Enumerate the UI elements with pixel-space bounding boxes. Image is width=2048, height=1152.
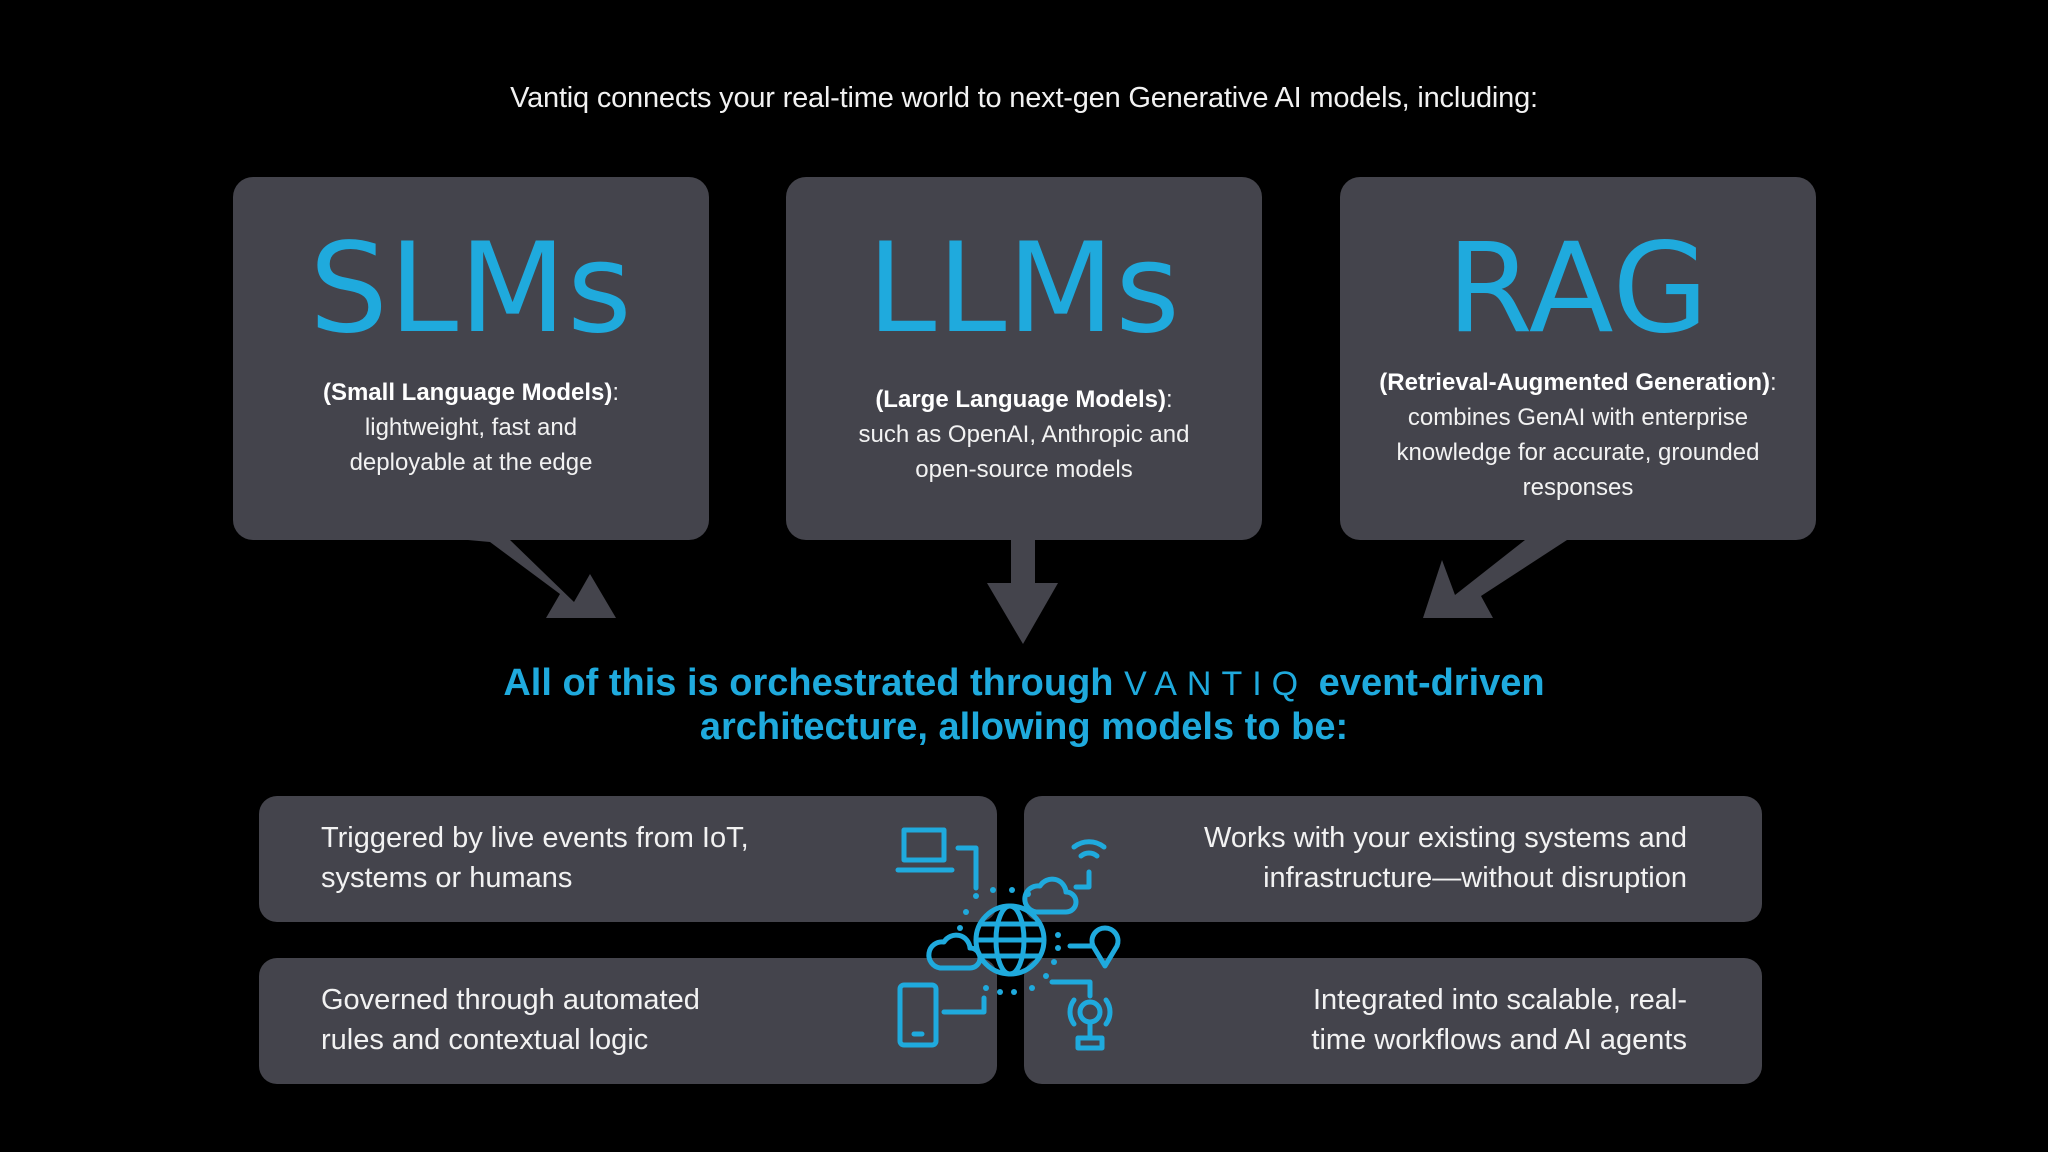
card-line: deployable at the edge: [349, 449, 593, 476]
card-line: such as OpenAI, Anthropic and: [858, 421, 1190, 448]
feature-line: rules and contextual logic: [321, 1024, 649, 1056]
feature-works-with: Works with your existing systems and infr…: [1024, 796, 1762, 922]
orchestration-text: All of this is orchestrated through: [503, 662, 1114, 704]
feature-line: Governed through automated: [321, 984, 700, 1016]
feature-governed: Governed through automated rules and cont…: [259, 958, 997, 1084]
feature-line: Triggered by live events from IoT,: [321, 822, 749, 854]
card-full-name: (Large Language Models): [875, 386, 1167, 413]
orchestration-text: architecture, allowing models to be:: [699, 706, 1349, 748]
card-colon: :: [612, 379, 620, 406]
cloud-icon: [926, 876, 1079, 971]
arrow-left: [468, 540, 616, 618]
card-colon: :: [1770, 369, 1777, 396]
wifi-icon: [1071, 839, 1107, 890]
orchestration-heading: All of this is orchestrated through VANT…: [0, 662, 2048, 749]
feature-line: infrastructure—without disruption: [1263, 862, 1687, 894]
webcam-icon: [1049, 979, 1113, 1051]
feature-line: systems or humans: [321, 862, 573, 894]
card-acronym: SLMs: [309, 217, 633, 361]
orchestration-text: event-driven: [1318, 662, 1545, 704]
card-description: (Large Language Models): such as OpenAI,…: [810, 382, 1238, 487]
card-description: (Retrieval-Augmented Generation): combin…: [1350, 365, 1806, 505]
card-line: combines GenAI with enterprise: [1407, 404, 1749, 431]
card-acronym: LLMs: [867, 217, 1181, 361]
card-colon: :: [1166, 386, 1173, 413]
intro-heading: Vantiq connects your real-time world to …: [510, 82, 1538, 114]
feature-line: time workflows and AI agents: [1311, 1024, 1687, 1056]
location-pin-icon: [1067, 925, 1121, 969]
card-line: lightweight, fast and: [364, 414, 578, 441]
card-acronym: RAG: [1446, 217, 1710, 361]
card-slms: SLMs (Small Language Models): lightweigh…: [233, 177, 709, 540]
card-full-name: (Retrieval-Augmented Generation): [1379, 369, 1771, 396]
globe-icon: [973, 903, 1047, 977]
feature-line: Integrated into scalable, real-: [1313, 984, 1687, 1016]
vantiq-logo: VANTIQ: [1124, 665, 1309, 703]
feature-integrated: Integrated into scalable, real-time work…: [1024, 958, 1762, 1084]
card-line: responses: [1522, 474, 1634, 501]
card-line: knowledge for accurate, grounded: [1396, 439, 1760, 466]
arrow-right: [1423, 540, 1567, 618]
feature-line: Works with your existing systems and: [1204, 822, 1687, 854]
dotted-ring-icon: [957, 887, 1061, 995]
card-line: open-source models: [915, 456, 1133, 483]
connectivity-hub: [895, 827, 1121, 1051]
smartphone-icon: [897, 982, 987, 1048]
feature-triggered: Triggered by live events from IoT, system…: [259, 796, 997, 922]
card-llms: LLMs (Large Language Models): such as Op…: [786, 177, 1262, 540]
card-rag: RAG (Retrieval-Augmented Generation): co…: [1340, 177, 1816, 540]
laptop-icon: [895, 827, 979, 891]
card-description: (Small Language Models): lightweight, fa…: [257, 375, 685, 480]
arrow-center: [987, 540, 1058, 644]
card-full-name: (Small Language Models): [322, 379, 613, 406]
